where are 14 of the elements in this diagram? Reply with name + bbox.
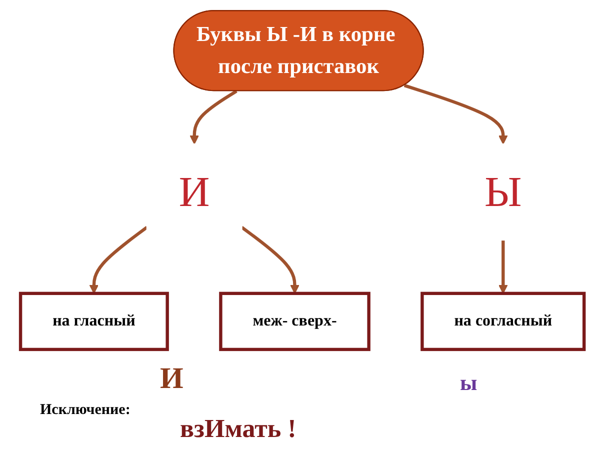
exception-label: Исключение: <box>40 402 130 419</box>
arrow <box>404 84 508 144</box>
arrow <box>189 90 238 144</box>
node-box: на согласный <box>420 292 586 352</box>
letter-label: ы <box>460 370 478 396</box>
arrow <box>240 226 300 294</box>
example-word: взИмать ! <box>180 414 296 444</box>
arrow <box>498 240 508 294</box>
node-box: на гласный <box>18 292 169 352</box>
letter-label: И <box>160 362 184 396</box>
node-text: Ы <box>484 167 522 216</box>
node-text: И <box>178 167 210 216</box>
arrow <box>88 226 148 294</box>
node-box: меж- сверх- <box>218 292 370 352</box>
